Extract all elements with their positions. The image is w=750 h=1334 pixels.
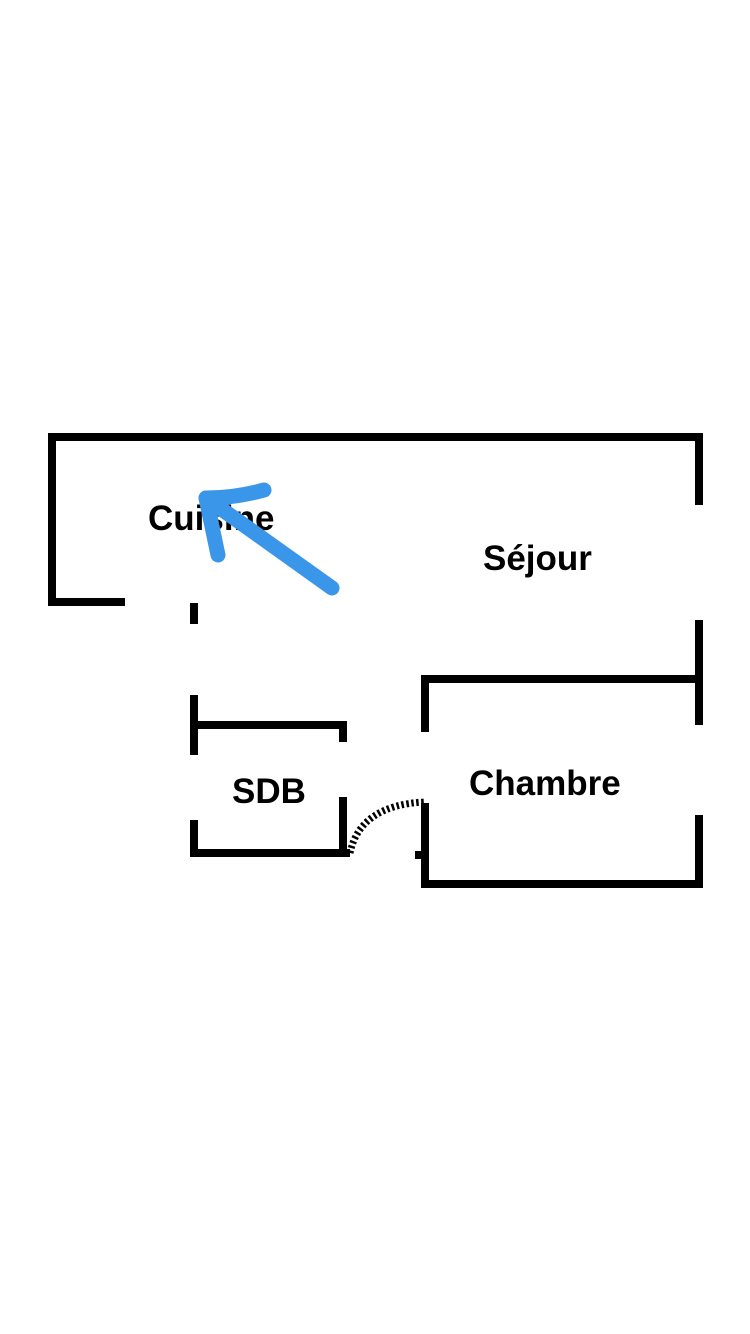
arrow-shaft [198, 490, 340, 596]
outer-wall-top-left [48, 433, 703, 606]
door-swing-arc [346, 798, 426, 854]
room-label-sdb: SDB [232, 772, 306, 811]
room-label-chambre: Chambre [469, 764, 621, 803]
walls [48, 433, 703, 888]
chambre-wall-top [421, 675, 699, 732]
sdb-wall-bottom [190, 797, 350, 857]
chambre-wall-bottom [421, 803, 703, 888]
sdb-wall-top [190, 695, 347, 755]
room-label-sejour: Séjour [483, 539, 592, 578]
arrow-head [198, 482, 272, 563]
blue-arrow-annotation [198, 482, 340, 596]
